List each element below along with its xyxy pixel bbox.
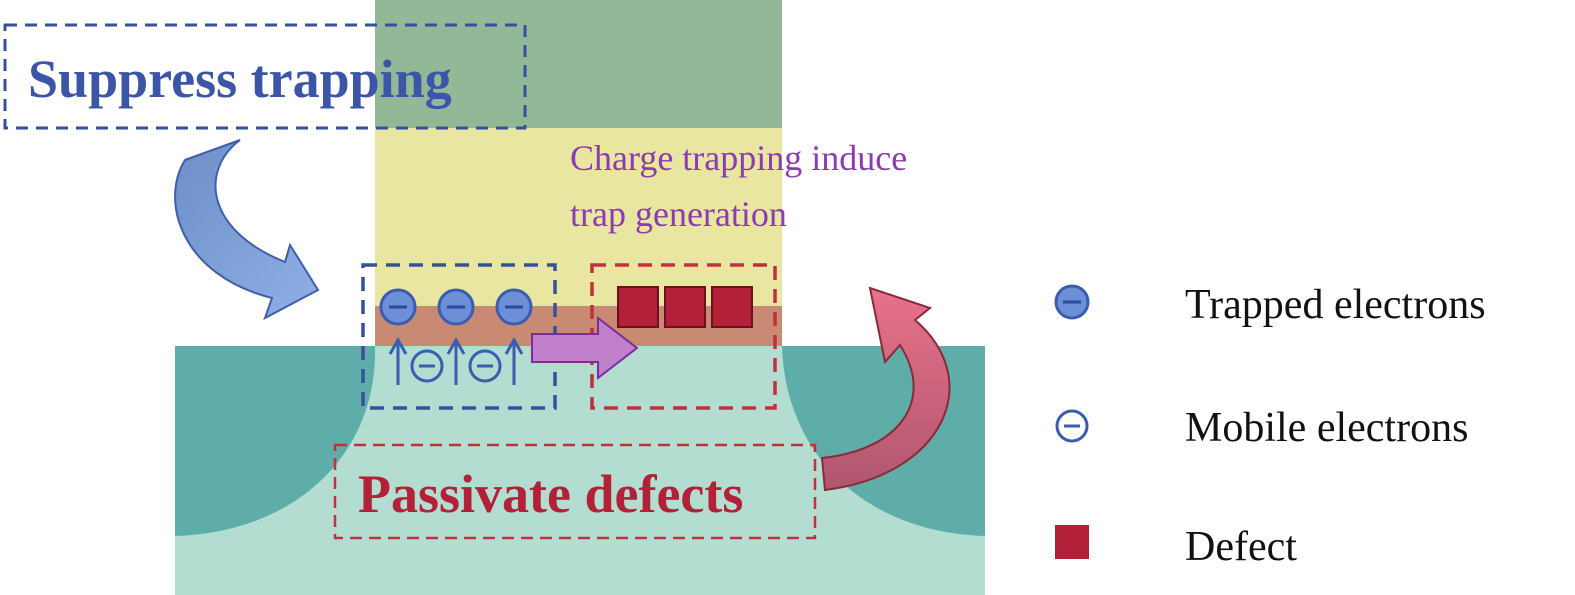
legend-item-mobile: Mobile electrons xyxy=(1055,405,1468,451)
defects xyxy=(617,286,753,328)
trapped-electron-icon xyxy=(379,288,417,326)
up-arrow-icon xyxy=(446,336,466,385)
trap-generation-arrow-icon xyxy=(531,315,639,381)
defect-square-icon xyxy=(664,286,706,328)
up-arrow-icon xyxy=(504,336,524,385)
suppress-curved-arrow-icon xyxy=(174,139,320,321)
legend-label: Defect xyxy=(1185,524,1297,570)
defect-square-icon xyxy=(1055,525,1089,559)
suppress-box xyxy=(3,23,527,130)
mobile-electron-icon xyxy=(468,349,502,383)
legend-item-trapped: Trapped electrons xyxy=(1054,282,1486,328)
passivate-curved-arrow-icon xyxy=(820,286,951,492)
electron-flow xyxy=(388,336,524,385)
legend-label: Trapped electrons xyxy=(1185,282,1486,328)
suppress-label: Suppress trapping xyxy=(28,49,452,109)
trapped-electron-icon xyxy=(1054,284,1090,320)
mobile-electron-icon xyxy=(410,349,444,383)
legend: Trapped electrons Mobile electrons Defec… xyxy=(1054,282,1486,570)
trapped-electrons xyxy=(379,288,533,326)
charge-trapping-label-line2: trap generation xyxy=(570,194,787,234)
source-region xyxy=(175,346,376,536)
oxide-layer xyxy=(375,128,782,306)
legend-item-defect: Defect xyxy=(1055,524,1297,570)
defect-square-icon xyxy=(711,286,753,328)
defect-square-icon xyxy=(617,286,659,328)
mobile-electron-icon xyxy=(1055,409,1089,443)
passivate-label: Passivate defects xyxy=(358,464,743,524)
passivate-box xyxy=(333,443,817,540)
up-arrow-icon xyxy=(388,336,408,385)
charge-trapping-label-line1: Charge trapping induce xyxy=(570,138,907,178)
trapped-electron-icon xyxy=(495,288,533,326)
gate-layer xyxy=(375,0,782,128)
trapped-electron-icon xyxy=(437,288,475,326)
legend-label: Mobile electrons xyxy=(1185,405,1468,451)
